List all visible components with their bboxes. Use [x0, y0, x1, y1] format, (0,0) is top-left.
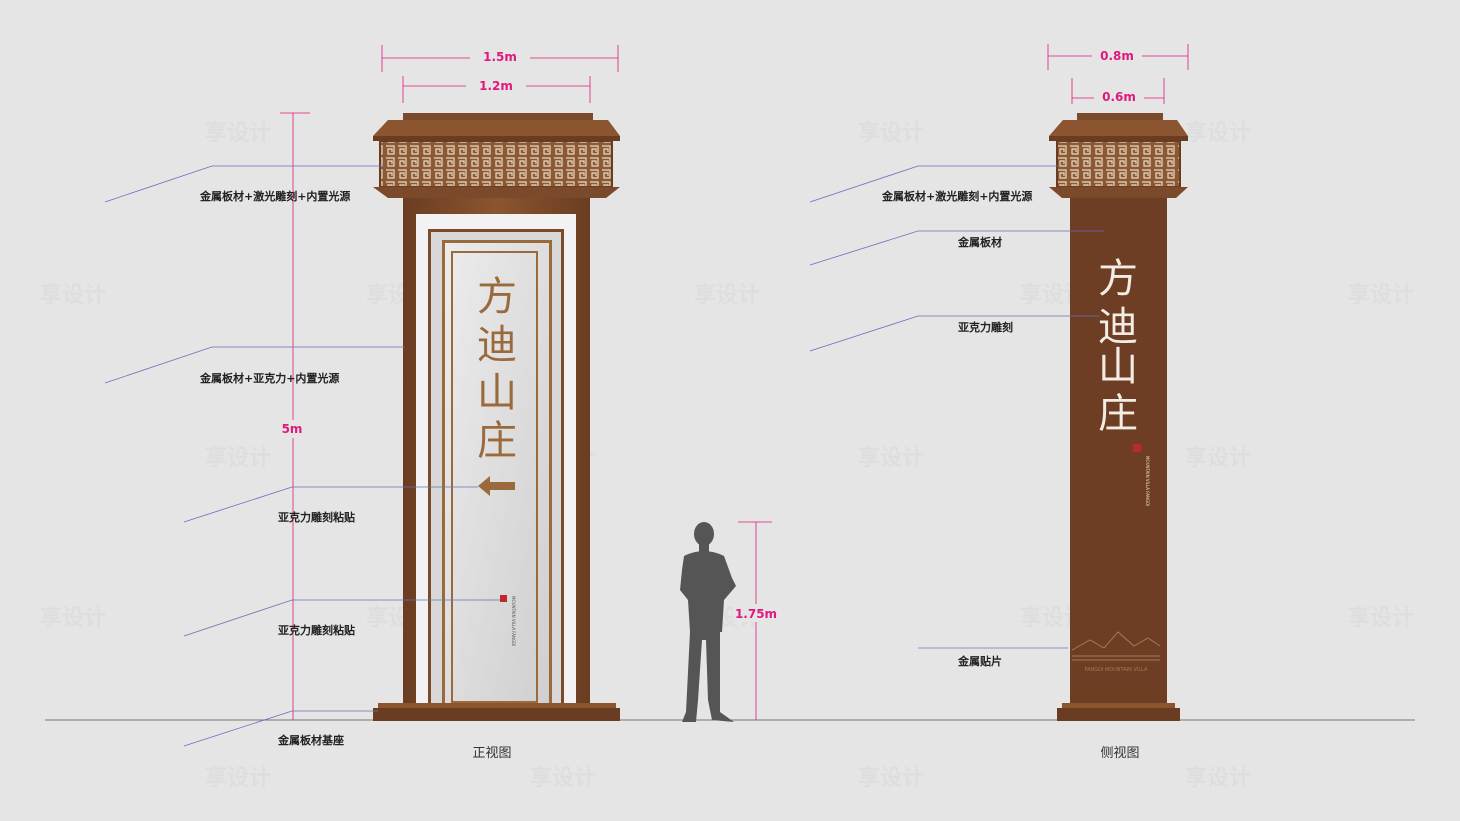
sign-char-2: 迪	[477, 322, 517, 368]
front-annotations: 金属板材+激光雕刻+内置光源 金属板材+亚克力+内置光源 亚克力雕刻粘贴 亚克力…	[104, 165, 500, 747]
watermark: 享设计	[1185, 765, 1251, 791]
person-dimension: 1.75m	[733, 521, 779, 720]
watermark: 享设计	[205, 445, 271, 471]
front-view-sign: 方 迪 山 庄 MOUNTAIN VILLA FANGDI	[373, 113, 620, 721]
side-metal-base	[1057, 708, 1180, 721]
side-view-sign: 方 迪 山 庄 MOUNTAIN VILLA FANGDI FANGDI MOU…	[1049, 113, 1188, 721]
seal-icon	[500, 595, 507, 602]
watermark: 享设计	[1348, 605, 1414, 631]
mountain-metal-plate	[1071, 631, 1161, 661]
watermark: 享设计	[40, 605, 106, 631]
dim-person-height: 1.75m	[735, 607, 777, 621]
watermark: 享设计	[858, 120, 924, 146]
side-label-3: 亚克力雕刻	[958, 320, 1013, 334]
arrow-left-icon	[478, 476, 515, 496]
side-char-2: 迪	[1098, 304, 1138, 350]
watermark: 享设计	[1185, 445, 1251, 471]
side-metal-column	[1070, 198, 1167, 703]
metal-base	[373, 708, 620, 721]
brand-en-small: MOUNTAIN VILLA FANGDI	[511, 596, 516, 646]
side-char-4: 庄	[1098, 391, 1138, 437]
side-bottom-en: FANGDI MOUNTAIN VILLA	[1085, 667, 1148, 673]
front-label-5: 金属板材基座	[277, 733, 344, 747]
dim-side-inner-width: 0.6m	[1102, 90, 1136, 104]
side-brand-en: MOUNTAIN VILLA FANGDI	[1145, 456, 1150, 506]
front-label-4: 亚克力雕刻粘贴	[278, 623, 355, 637]
side-seal-icon	[1133, 444, 1141, 452]
sign-char-1: 方	[477, 274, 517, 320]
front-dimensions: 1.5m 1.2m 5m	[274, 45, 619, 720]
watermark-layer: 享设计 享设计 享设计 享设计 享设计 享设计 享设计 享设计 享设计 享设计 …	[40, 120, 1414, 791]
base-cap	[378, 703, 616, 708]
watermark: 享设计	[205, 120, 271, 146]
watermark: 享设计	[858, 765, 924, 791]
sign-char-3: 山	[477, 370, 517, 416]
dim-front-outer-width: 1.5m	[483, 50, 517, 64]
roof-eave	[373, 120, 620, 136]
side-laser-cut-lattice	[1056, 140, 1181, 188]
side-roof-cap	[1077, 113, 1163, 120]
watermark: 享设计	[1348, 282, 1414, 308]
side-label-1: 金属板材+激光雕刻+内置光源	[881, 189, 1032, 203]
watermark: 享设计	[205, 765, 271, 791]
watermark: 享设计	[694, 282, 760, 308]
roof-cap	[403, 113, 593, 120]
front-label-1: 金属板材+激光雕刻+内置光源	[199, 189, 350, 203]
dim-side-outer-width: 0.8m	[1100, 49, 1134, 63]
watermark: 享设计	[858, 445, 924, 471]
person-silhouette	[680, 522, 736, 722]
acrylic-panel	[445, 243, 549, 703]
side-annotations: 金属板材+激光雕刻+内置光源 金属板材 亚克力雕刻 金属贴片	[809, 165, 1104, 668]
dim-front-inner-width: 1.2m	[479, 79, 513, 93]
watermark: 享设计	[530, 765, 596, 791]
side-char-3: 山	[1098, 344, 1138, 390]
side-view-caption: 侧视图	[1100, 746, 1139, 761]
side-label-2: 金属板材	[957, 235, 1002, 249]
front-label-3: 亚克力雕刻粘贴	[278, 510, 355, 524]
sign-char-4: 庄	[477, 418, 517, 464]
watermark: 享设计	[1185, 120, 1251, 146]
laser-cut-lattice	[379, 140, 613, 188]
front-view-caption: 正视图	[472, 746, 511, 761]
front-label-2: 金属板材+亚克力+内置光源	[199, 371, 339, 385]
side-char-1: 方	[1098, 256, 1138, 302]
side-dimensions: 0.8m 0.6m	[1047, 44, 1189, 104]
side-label-4: 金属贴片	[957, 654, 1002, 668]
watermark: 享设计	[40, 282, 106, 308]
dim-total-height: 5m	[282, 422, 303, 436]
